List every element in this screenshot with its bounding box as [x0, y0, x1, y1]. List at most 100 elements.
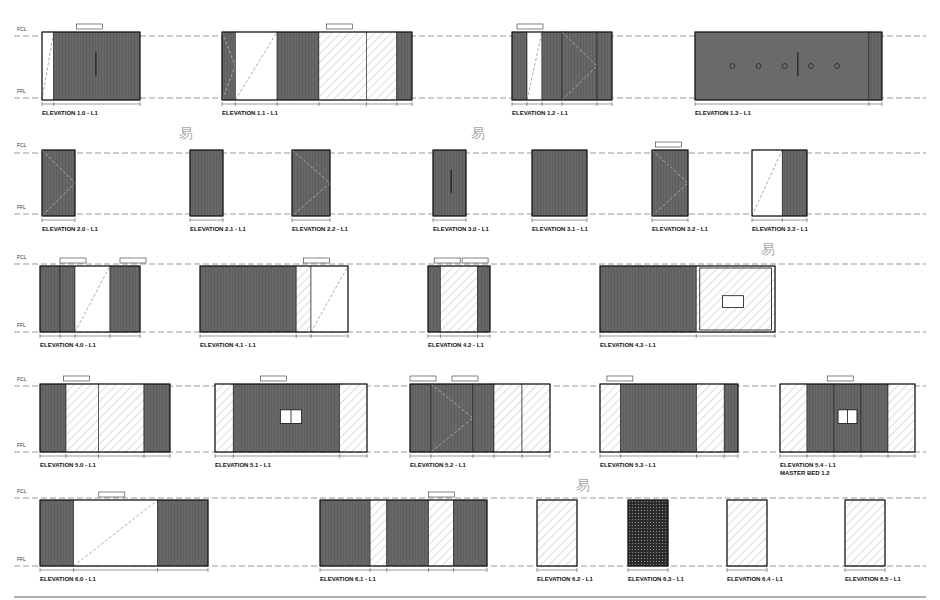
elevation-title: ELEVATION 5.3 - L1: [600, 461, 656, 469]
reference-tag: [60, 258, 86, 263]
wall-panel: [542, 32, 562, 100]
elevation-title: ELEVATION 5.4 - L1: [780, 461, 836, 469]
elevation-title: ELEVATION 3.1 - L1: [532, 225, 588, 233]
dimension-tick: [42, 102, 43, 106]
reference-tag: [827, 376, 853, 381]
dimension-line: [727, 570, 767, 571]
elevation-graphic: [537, 500, 577, 574]
dimension-tick: [473, 454, 474, 458]
dimension-tick: [339, 454, 340, 458]
wall-panel: [40, 500, 74, 566]
wall-panel: [40, 266, 60, 332]
dimension-line: [695, 104, 882, 105]
dimension-tick: [277, 102, 278, 106]
door-swing: [292, 150, 330, 216]
wall-panel: [110, 266, 140, 332]
elevation-drawing: ELEVATION 3.2 - L1: [652, 150, 710, 235]
dimension-tick: [512, 102, 513, 106]
elevation-title-block: ELEVATION 1.1 - L1: [222, 109, 278, 117]
elevation-graphic: [222, 32, 412, 108]
elevation-drawing: ELEVATION 5.4 - L1MASTER BED 1.2: [780, 384, 915, 479]
dimension-line: [433, 220, 466, 221]
elevation-title-block: ELEVATION 1.0 - L1: [42, 109, 98, 117]
light-fitting: [808, 64, 813, 69]
dimension-tick: [144, 454, 145, 458]
dimension-tick: [466, 218, 467, 222]
elevation-title: ELEVATION 2.1 - L1: [190, 225, 246, 233]
dimension-tick: [190, 218, 191, 222]
elevation-drawing: ELEVATION 3.1 - L1: [532, 150, 590, 235]
dimension-tick: [861, 454, 862, 458]
wall-panel: [527, 32, 542, 100]
dimension-tick: [110, 334, 111, 338]
light-fitting: [835, 64, 840, 69]
elevation-drawing: ELEVATION 6.1 - L1: [320, 500, 487, 585]
elevation-graphic: [600, 266, 775, 340]
dimension-tick: [696, 454, 697, 458]
glass-door-frame: [700, 268, 772, 330]
dimension-tick: [477, 334, 478, 338]
dimension-tick: [537, 568, 538, 572]
elevation-outline: [410, 384, 550, 452]
elevation-title: ELEVATION 3.2 - L1: [652, 225, 708, 233]
wall-panel: [215, 384, 233, 452]
elevation-title-block: ELEVATION 6.2 - L1: [537, 575, 593, 583]
dimension-tick: [292, 218, 293, 222]
wall-panel: [54, 32, 140, 100]
wall-panel: [144, 384, 170, 452]
elevation-outline: [42, 32, 140, 100]
dimension-line: [292, 220, 330, 221]
elevation-title: ELEVATION 2.2 - L1: [292, 225, 348, 233]
elevation-title: ELEVATION 3.0 - L1: [433, 225, 489, 233]
dimension-line: [428, 336, 490, 337]
elevation-graphic: [320, 500, 487, 574]
dimension-tick: [431, 454, 432, 458]
wall-panel: [366, 32, 396, 100]
dimension-tick: [410, 454, 411, 458]
dimension-tick: [695, 102, 696, 106]
wall-panel: [60, 266, 75, 332]
wall-panel: [473, 384, 494, 452]
dimension-tick: [40, 334, 41, 338]
sheet-border: [14, 597, 926, 598]
elevation-outline: [40, 384, 170, 452]
elevation-graphic: [652, 150, 688, 224]
elevation-graphic: [512, 32, 612, 108]
dimension-tick: [170, 454, 171, 458]
elevation-title: ELEVATION 1.0 - L1: [42, 109, 98, 117]
dimension-tick: [882, 102, 883, 106]
dimension-tick: [628, 568, 629, 572]
dimension-tick: [834, 454, 835, 458]
door-handle: [451, 170, 452, 193]
dimension-tick: [668, 568, 669, 572]
elevation-outline: [532, 150, 587, 216]
window-mullion: [847, 410, 848, 424]
elevation-title: ELEVATION 1.3 - L1: [695, 109, 751, 117]
wall-panel: [522, 384, 550, 452]
level-label: FCL: [16, 489, 27, 495]
elevation-title-block: ELEVATION 3.3 - L1: [752, 225, 808, 233]
dimension-line: [600, 336, 775, 337]
wall-panel: [780, 384, 807, 452]
elevation-graphic: [42, 150, 75, 224]
dimension-tick: [200, 334, 201, 338]
dimension-tick: [428, 334, 429, 338]
dimension-tick: [550, 454, 551, 458]
elevation-title: ELEVATION 6.4 - L1: [727, 575, 783, 583]
elevation-title-block: ELEVATION 3.1 - L1: [532, 225, 588, 233]
wall-panel: [869, 32, 882, 100]
elevation-title-block: ELEVATION 4.1 - L1: [200, 341, 256, 349]
elevation-drawing: ELEVATION 2.0 - L1: [42, 150, 100, 235]
door-swing: [562, 32, 597, 100]
elevation-title: ELEVATION 6.5 - L1: [845, 575, 901, 583]
dimension-tick: [915, 454, 916, 458]
wall-panel: [74, 500, 158, 566]
window-mullion: [291, 410, 292, 424]
dimension-tick: [215, 454, 216, 458]
dimension-tick: [428, 568, 429, 572]
elevation-graphic: [40, 500, 208, 574]
dimension-tick: [233, 454, 234, 458]
elevation-drawing: ELEVATION 4.3 - L1: [600, 266, 775, 351]
wall-panel: [807, 384, 834, 452]
